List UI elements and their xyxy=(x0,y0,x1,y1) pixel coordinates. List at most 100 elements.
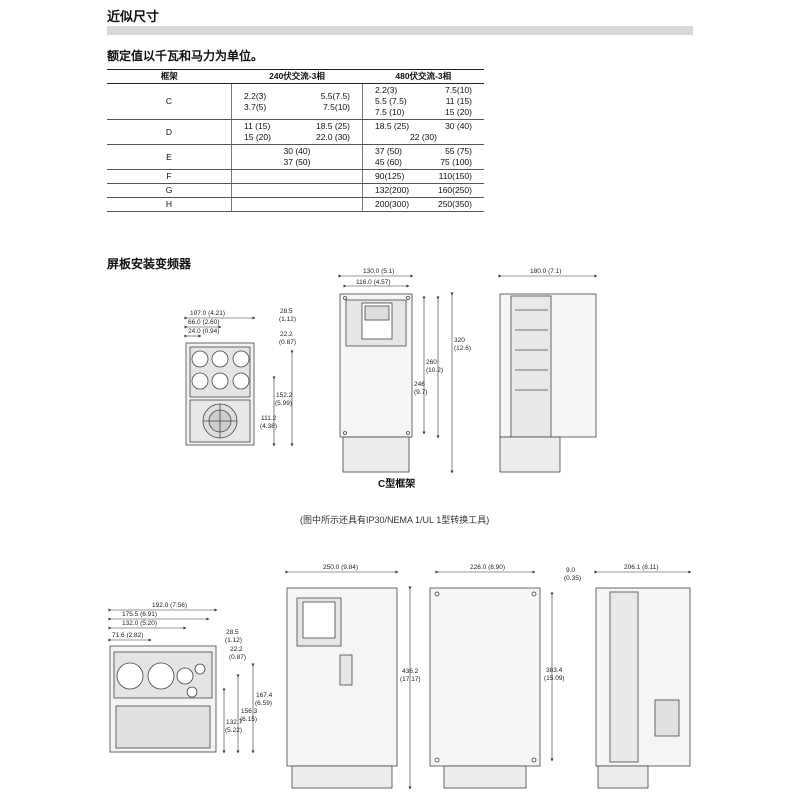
rating-value: 110(150) xyxy=(438,171,472,181)
frame-cell: H xyxy=(107,197,232,212)
rating-value: 5.5(7.5) xyxy=(320,90,350,101)
frame-c-front-view xyxy=(339,293,413,473)
rating-value: 37 (50) xyxy=(375,146,402,156)
dim-label: (9.7) xyxy=(414,389,427,396)
dim-label: (5.22) xyxy=(225,727,242,734)
dim-label: 167.4 xyxy=(256,692,273,699)
table-row: H 200(300) 250(350) xyxy=(107,197,484,212)
dim-label: (6.15) xyxy=(240,716,257,723)
rating-line: 18.5 (25)30 (40) xyxy=(365,121,482,132)
dim-label: 9.0 xyxy=(566,567,575,574)
v240-cell xyxy=(231,183,363,198)
rating-value: 2.2(3) xyxy=(375,85,398,95)
v480-cell: 2.2(3) 7.5(10) 5.5 (7.5) 11 (15) 7.5 (10) 15 … xyxy=(362,83,484,120)
page-title: 近似尺寸 xyxy=(107,9,160,24)
dimension-lines xyxy=(108,274,692,790)
dim-label: 152.2 xyxy=(276,392,293,399)
v240-cell xyxy=(231,197,363,212)
rating-value: 18.5 (25) xyxy=(375,121,410,131)
dim-label: 156.3 xyxy=(241,708,258,715)
rating-line: 45 (60)75 (100) xyxy=(365,157,482,168)
dim-label: (0.87) xyxy=(229,654,246,661)
frame-cell: F xyxy=(107,169,232,184)
rating-value: 200(300) xyxy=(375,199,410,209)
dim-label: 28.5 xyxy=(280,308,293,315)
frame-d-side-view xyxy=(595,587,691,789)
rating-value: 132(200) xyxy=(375,185,410,195)
rating-line: 90(125) 110(150) xyxy=(365,171,482,182)
dim-label: 130.0 (5.1) xyxy=(363,268,394,275)
dim-label: 22.2 xyxy=(230,646,243,653)
rating-value: 7.5 (10) xyxy=(375,107,405,117)
frame-d-bottom-view xyxy=(109,645,217,753)
rating-value: 5.5 (7.5) xyxy=(375,96,407,106)
dim-label: 107.0 (4.21) xyxy=(190,310,225,317)
rating-line: 3.7(5)7.5(10) xyxy=(234,102,360,113)
rating-value: 30 (40) xyxy=(283,146,311,156)
rating-line: 5.5 (7.5) 11 (15) xyxy=(365,96,482,107)
dim-label: 320 xyxy=(454,337,465,344)
dim-label: (0.35) xyxy=(564,575,581,582)
rating-value: 11 (15) xyxy=(445,96,472,106)
frame-c-note: (图中所示还具有IP30/NEMA 1/UL 1型转换工具) xyxy=(300,515,490,525)
dim-label: 246 xyxy=(414,381,425,388)
rating-line: 11 (15) 18.5 (25) xyxy=(234,121,360,132)
rating-line: 37 (50) 55 (75) xyxy=(365,146,482,157)
frame-cell: G xyxy=(107,183,232,198)
rating-line: 132(200)160(250) xyxy=(365,185,482,196)
v480-cell: 132(200)160(250) xyxy=(362,183,484,198)
col-frame: 框架 xyxy=(107,69,232,84)
rating-line: 37 (50) xyxy=(234,157,360,168)
dim-label: 250.0 (9.84) xyxy=(323,564,358,571)
rating-value: 15 (20) xyxy=(445,107,472,117)
dim-label: 260 xyxy=(426,359,437,366)
rating-value: 18.5 (25) xyxy=(315,121,350,131)
rating-value: 55 (75) xyxy=(445,146,472,156)
dim-label: 180.0 (7.1) xyxy=(530,268,561,275)
dim-label: (15.09) xyxy=(544,675,565,682)
rating-value: 37 (50) xyxy=(283,157,311,167)
v240-cell: 2.2(3) 5.5(7.5)3.7(5)7.5(10) xyxy=(231,83,363,120)
frame-cell: D xyxy=(107,119,232,145)
v480-cell: 200(300) 250(350) xyxy=(362,197,484,212)
dim-label: (4.38) xyxy=(260,423,277,430)
rating-value: 2.2(3) xyxy=(244,90,267,101)
col-240v: 240伏交流-3相 xyxy=(231,69,363,84)
dim-label: 206.1 (8.11) xyxy=(624,564,659,571)
dim-label: 71.6 (2.82) xyxy=(112,632,143,639)
dim-label: 24.0 (0.94) xyxy=(188,328,219,335)
table-header-row: 框架 240伏交流-3相 480伏交流-3相 xyxy=(107,69,484,84)
dim-label: 383.4 xyxy=(546,667,563,674)
dim-label: 116.0 (4.57) xyxy=(356,279,391,286)
dim-label: (17.17) xyxy=(400,676,421,683)
frame-c-bottom-view xyxy=(185,342,255,446)
rating-value: 250(350) xyxy=(437,199,472,209)
rating-line: 200(300) 250(350) xyxy=(365,199,482,210)
rating-value: 11 (15) xyxy=(244,121,271,131)
dim-label: 22.2 xyxy=(280,331,293,338)
dim-label: (5.99) xyxy=(275,400,292,407)
rating-value: 22 (30) xyxy=(410,132,437,142)
dim-label: 192.0 (7.56) xyxy=(152,602,187,609)
v480-cell: 90(125) 110(150) xyxy=(362,169,484,184)
rating-value: 75 (100) xyxy=(440,157,472,167)
dim-label: 66.0 (2.60) xyxy=(188,319,219,326)
dim-label: 175.5 (6.91) xyxy=(122,611,157,618)
dim-label: (12.6) xyxy=(454,345,471,352)
frame-c-label: C型框架 xyxy=(378,479,416,490)
dim-label: 111.2 xyxy=(261,415,277,422)
rating-value: 7.5(10) xyxy=(323,101,350,112)
rating-value: 90(125) xyxy=(375,171,405,181)
col-480v: 480伏交流-3相 xyxy=(362,69,484,84)
dim-label: (10.2) xyxy=(426,367,443,374)
rating-value: 7.5(10) xyxy=(445,85,472,95)
v240-cell xyxy=(231,169,363,184)
v480-cell: 18.5 (25)30 (40)22 (30) xyxy=(362,119,484,145)
table-row: G 132(200)160(250) xyxy=(107,183,484,198)
dim-label: (1.12) xyxy=(279,316,296,323)
